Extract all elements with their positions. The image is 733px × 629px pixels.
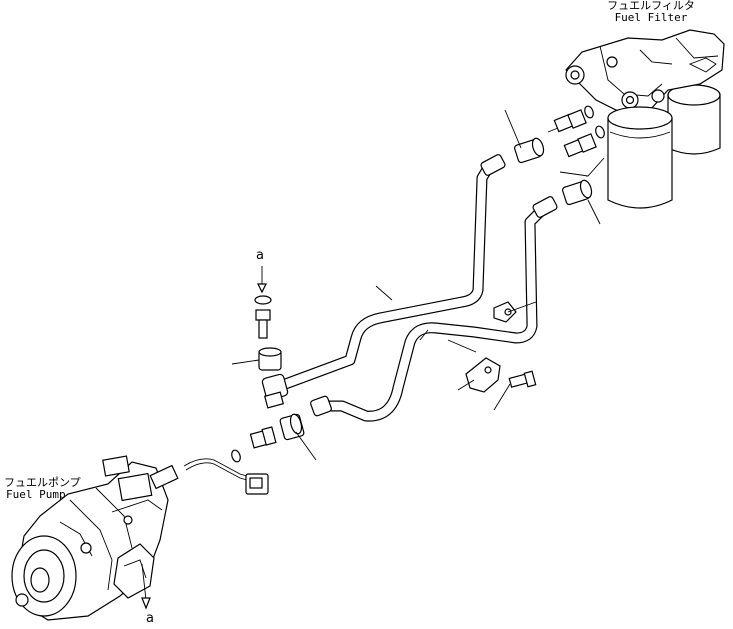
mounting-bracket — [465, 357, 501, 393]
reference-a-top: a — [256, 248, 264, 263]
filter-fitting-upper — [547, 109, 587, 133]
leader-lines — [141, 109, 605, 610]
fuel-filter-canister-front — [607, 106, 673, 209]
filter-oring-upper — [584, 105, 594, 119]
hose-sleeve-lower — [561, 179, 593, 206]
fuel-filter-canister-rear — [667, 84, 721, 155]
fuel-pump — [11, 455, 179, 621]
hose-end-fitting-lower — [310, 395, 332, 417]
hose-end-fitting-upper — [261, 373, 289, 409]
joint-fitting-a — [254, 266, 272, 339]
fuel-filter-head — [565, 29, 725, 113]
filter-oring-lower — [595, 125, 605, 139]
pump-inlet-fitting — [231, 426, 277, 463]
hose-sleeve-upper — [513, 137, 545, 164]
sensor-harness — [183, 458, 269, 495]
reference-a-bottom: a — [146, 611, 154, 626]
hose-clamp — [493, 301, 517, 323]
hose-sleeve-pump-lower — [279, 413, 305, 441]
fuel-pump-label-en: Fuel Pump — [6, 488, 66, 501]
fuel-filter-label-jp: フュエルフィルタ — [607, 0, 695, 12]
bracket-bolt — [508, 370, 537, 388]
fuel-filter-assembly — [565, 29, 725, 209]
fuel-hose-lower — [316, 196, 558, 422]
hose-sleeve-pump-upper — [258, 347, 282, 371]
filter-fitting-lower — [563, 133, 597, 158]
fuel-filter-label-en: Fuel Filter — [614, 11, 688, 24]
fuel-hose-upper — [274, 154, 506, 392]
fuel-pump-label-jp: フュエルポンプ — [4, 476, 81, 489]
